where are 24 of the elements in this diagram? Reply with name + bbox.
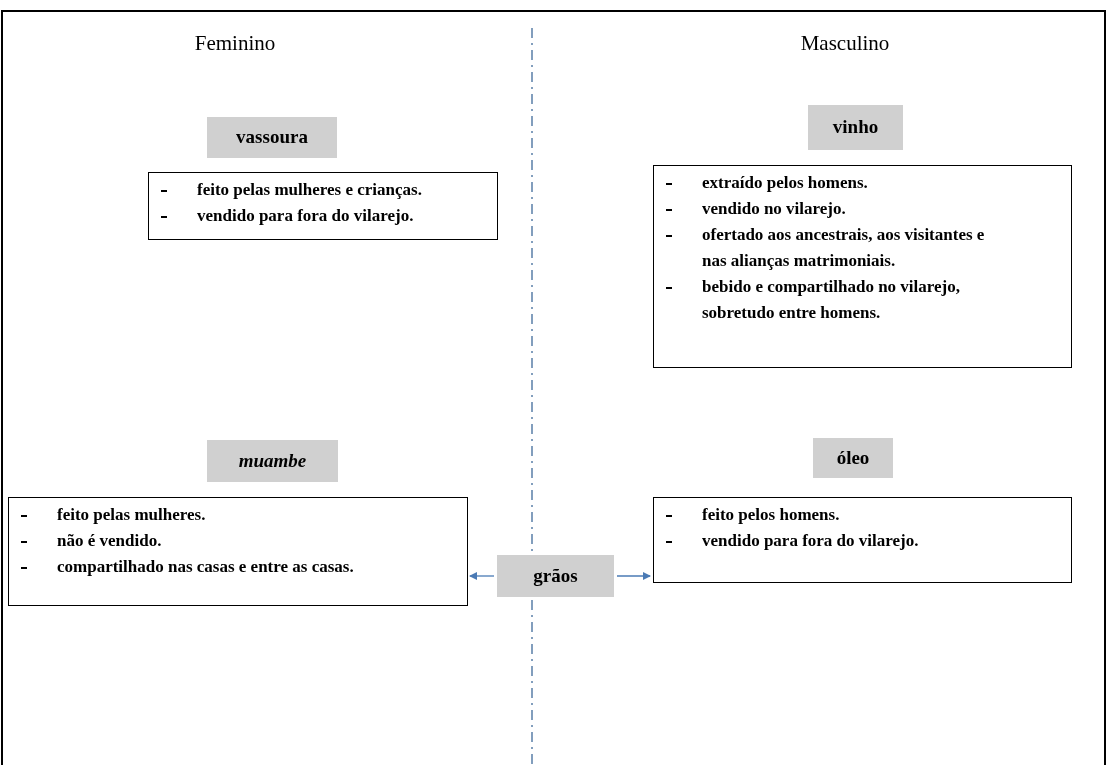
bullet-item: vendido no vilarejo. xyxy=(666,196,1059,222)
text-box xyxy=(653,497,1072,583)
arrow xyxy=(616,572,651,580)
heading-tag: óleo xyxy=(813,438,893,478)
heading-tag: vinho xyxy=(808,105,903,150)
text-box xyxy=(8,497,468,606)
bullet-item: bebido e compartilhado no vilarejo, sobretudo entre homens. xyxy=(666,274,1059,326)
bullet-item: vendido para fora do vilarejo. xyxy=(666,528,1059,554)
bullet-item: feito pelas mulheres. xyxy=(21,502,455,528)
heading-tag: grãos xyxy=(497,555,614,597)
bullet-item: ofertado aos ancestrais, aos visitantes e nas alianças matrimoniais. xyxy=(666,222,1059,274)
bullet-item: feito pelas mulheres e crianças. xyxy=(161,177,485,203)
bullet-item: feito pelos homens. xyxy=(666,502,1059,528)
column-heading: Masculino xyxy=(799,30,891,57)
bullet-item: vendido para fora do vilarejo. xyxy=(161,203,485,229)
arrow xyxy=(469,572,495,580)
bullet-item: não é vendido. xyxy=(21,528,455,554)
text-box xyxy=(148,172,498,240)
bullet-item: compartilhado nas casas e entre as casas. xyxy=(21,554,455,580)
heading-tag: vassoura xyxy=(207,117,337,158)
column-heading: Feminino xyxy=(193,30,277,57)
text-box xyxy=(653,165,1072,368)
heading-tag: muambe xyxy=(207,440,338,482)
bullet-item: extraído pelos homens. xyxy=(666,170,1059,196)
